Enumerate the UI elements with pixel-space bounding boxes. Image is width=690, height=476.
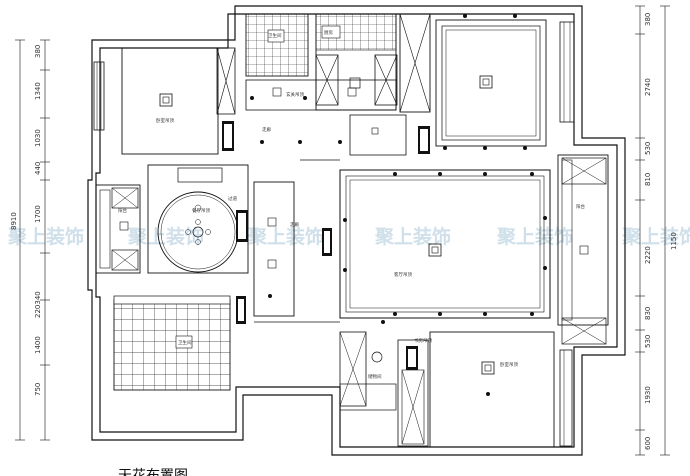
downlights: [250, 14, 547, 396]
dimension-label: 1150: [670, 232, 678, 250]
dimension-label: 1700: [34, 205, 42, 223]
bottom-title-cropped: 天花布置图: [118, 468, 188, 476]
room-bedroom-se: 卧室吊顶: [429, 331, 573, 448]
dimension-label: 1030: [34, 129, 42, 147]
watermark-text: 聚上装饰: [127, 225, 204, 248]
dimension-label: 380: [644, 13, 652, 26]
dimension-label: 220340: [34, 291, 42, 318]
room-label: 书房吊顶: [414, 337, 432, 344]
dimension-label: 8910: [10, 212, 18, 230]
watermark-text: 聚上装饰: [247, 225, 324, 248]
room-kitchen: 厨房: [315, 13, 398, 111]
watermark-text: 聚上装饰: [374, 225, 451, 248]
room-storage: 储物间: [339, 331, 397, 411]
dimension-label: 530: [644, 335, 652, 348]
room-label: 走廊: [290, 221, 299, 228]
outer-walls: [87, 5, 626, 456]
room-label: 过道: [228, 195, 237, 202]
dimension-label: 530: [644, 142, 652, 155]
room-label: 卫生间: [268, 32, 282, 39]
dimension-label: 600: [644, 437, 652, 450]
watermark-text: 聚上装饰: [496, 225, 573, 248]
room-label: 阳台: [118, 207, 127, 214]
dimension-label: 1930: [644, 386, 652, 404]
dimension-right: [635, 5, 670, 456]
dimension-label: 2220: [644, 246, 652, 264]
room-living: 客厅吊顶: [300, 159, 551, 319]
room-hall: 走廊: [253, 181, 340, 323]
room-label: 餐厅吊顶: [192, 207, 210, 214]
dimension-label: 1340: [34, 82, 42, 100]
room-balcony-e: 阳台: [557, 154, 609, 345]
dimension-right-labels: 380 2740 530 810 2220 830 530 1930 600 1…: [644, 13, 678, 450]
dimension-label: 1400: [34, 336, 42, 354]
dimension-label: 2740: [644, 78, 652, 96]
room-label: 厨房: [324, 29, 333, 36]
room-label: 玄关吊顶: [286, 91, 304, 98]
room-entry: 玄关吊顶 走廊: [245, 79, 407, 156]
watermark-text: 聚上装饰: [621, 225, 690, 248]
dimension-left-labels: 380 1340 1030 440 1700 220340 1400 750 8…: [10, 45, 42, 396]
watermark-band: 聚上装饰 聚上装饰 聚上装饰 聚上装饰 聚上装饰 聚上装饰: [7, 225, 690, 248]
room-bedroom-nw: 卧室吊顶: [93, 47, 236, 155]
cabinet-north: [399, 13, 431, 113]
dimension-label: 810: [644, 173, 652, 186]
dimension-left: [15, 39, 50, 441]
room-label: 阳台: [576, 203, 585, 210]
room-study: 书房吊顶: [397, 337, 432, 447]
room-label: 卧室吊顶: [156, 117, 174, 124]
room-dining: 餐厅吊顶 过道: [147, 164, 249, 274]
dimension-label: 440: [34, 162, 42, 175]
room-bedroom-ne: [418, 19, 575, 154]
room-bath-n: 卫生间: [245, 13, 309, 77]
room-label: 卫生间: [178, 339, 192, 346]
room-balcony-w: 阳台: [95, 184, 141, 274]
watermark-text: 聚上装饰: [7, 225, 84, 248]
room-bath-sw: 卫生间: [113, 295, 246, 391]
dimension-label: 830: [644, 307, 652, 320]
dimension-label: 750: [34, 383, 42, 396]
dimension-label: 380: [34, 45, 42, 58]
room-label: 走廊: [262, 126, 271, 133]
room-label: 储物间: [368, 373, 382, 380]
room-label: 卧室吊顶: [500, 361, 518, 368]
room-label: 客厅吊顶: [394, 271, 412, 278]
